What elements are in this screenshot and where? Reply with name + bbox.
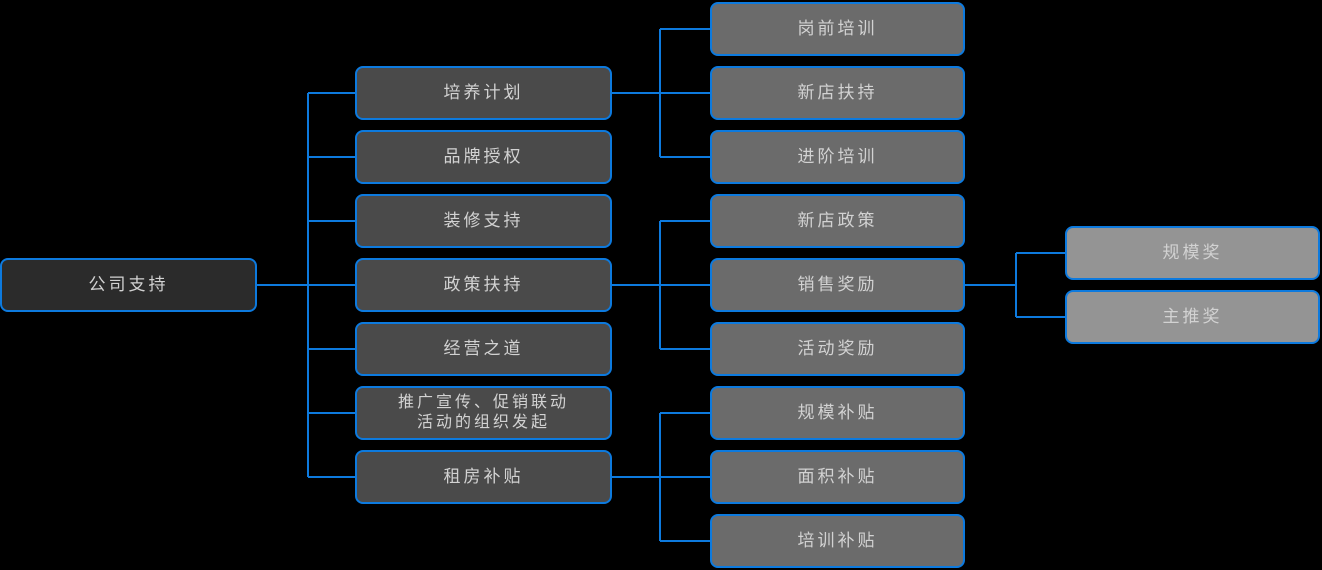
node-label: 销售奖励: [797, 275, 878, 295]
node-label: 主推奖: [1162, 307, 1223, 327]
node-租房补贴[interactable]: 租房补贴: [355, 450, 612, 504]
node-品牌授权[interactable]: 品牌授权: [355, 130, 612, 184]
node-label: 培养计划: [443, 83, 524, 103]
node-label: 新店政策: [797, 211, 878, 231]
node-label: 政策扶持: [443, 275, 524, 295]
node-label: 装修支持: [443, 211, 524, 231]
node-经营之道[interactable]: 经营之道: [355, 322, 612, 376]
node-label: 规模补贴: [797, 403, 878, 423]
node-规模补贴[interactable]: 规模补贴: [710, 386, 965, 440]
node-新店扶持[interactable]: 新店扶持: [710, 66, 965, 120]
node-培养计划[interactable]: 培养计划: [355, 66, 612, 120]
node-推广宣传-促销联动-活动的组织发起[interactable]: 推广宣传、促销联动 活动的组织发起: [355, 386, 612, 440]
node-label: 经营之道: [443, 339, 524, 359]
node-培训补贴[interactable]: 培训补贴: [710, 514, 965, 568]
node-政策扶持[interactable]: 政策扶持: [355, 258, 612, 312]
node-公司支持[interactable]: 公司支持: [0, 258, 257, 312]
node-label: 规模奖: [1162, 243, 1223, 263]
node-label: 活动奖励: [797, 339, 878, 359]
node-label: 进阶培训: [797, 147, 878, 167]
node-销售奖励[interactable]: 销售奖励: [710, 258, 965, 312]
node-岗前培训[interactable]: 岗前培训: [710, 2, 965, 56]
node-活动奖励[interactable]: 活动奖励: [710, 322, 965, 376]
node-新店政策[interactable]: 新店政策: [710, 194, 965, 248]
node-主推奖[interactable]: 主推奖: [1065, 290, 1320, 344]
node-label: 新店扶持: [797, 83, 878, 103]
node-label: 公司支持: [88, 275, 169, 295]
node-label: 面积补贴: [797, 467, 878, 487]
node-规模奖[interactable]: 规模奖: [1065, 226, 1320, 280]
node-进阶培训[interactable]: 进阶培训: [710, 130, 965, 184]
node-装修支持[interactable]: 装修支持: [355, 194, 612, 248]
node-面积补贴[interactable]: 面积补贴: [710, 450, 965, 504]
node-label: 品牌授权: [443, 147, 524, 167]
node-label: 岗前培训: [797, 19, 878, 39]
node-label: 培训补贴: [797, 531, 878, 551]
node-label: 租房补贴: [443, 467, 524, 487]
node-label: 推广宣传、促销联动 活动的组织发起: [397, 393, 569, 431]
